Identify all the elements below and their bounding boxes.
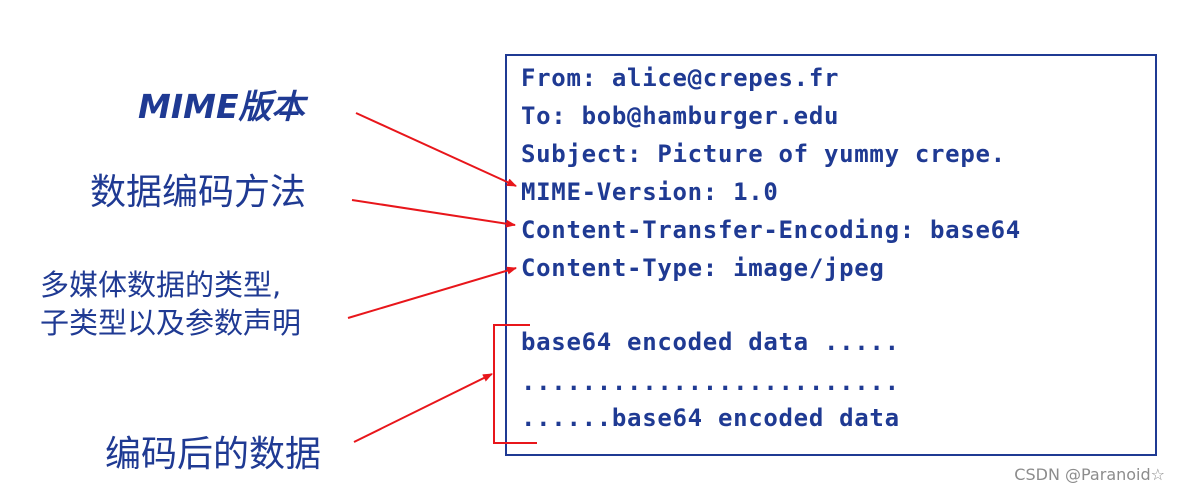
label-media-type-line2: 子类型以及参数声明: [40, 306, 302, 340]
header-subject: Subject: Picture of yummy crepe.: [521, 140, 1006, 168]
body-line-1: base64 encoded data .....: [521, 328, 900, 356]
label-media-type-line1: 多媒体数据的类型,: [40, 268, 282, 302]
body-line-2: .........................: [521, 368, 900, 396]
watermark: CSDN @Paranoid☆: [1014, 465, 1165, 484]
message-box: [505, 54, 1157, 456]
body-line-3: ......base64 encoded data: [521, 404, 900, 432]
header-to: To: bob@hamburger.edu: [521, 102, 840, 130]
header-content-type: Content-Type: image/jpeg: [521, 254, 885, 282]
header-content-transfer-encoding: Content-Transfer-Encoding: base64: [521, 216, 1021, 244]
arrow-encoding-method: [351, 199, 516, 228]
label-media-type: 多媒体数据的类型, 子类型以及参数声明: [40, 266, 301, 342]
header-from: From: alice@crepes.fr: [521, 64, 840, 92]
arrow-media-type: [347, 266, 517, 319]
label-encoding-method: 数据编码方法: [90, 172, 307, 213]
arrow-encoded-data: [353, 373, 493, 443]
arrow-mime-version: [355, 112, 517, 187]
header-mime-version: MIME-Version: 1.0: [521, 178, 779, 206]
label-mime-version: MIME版本: [138, 87, 305, 126]
label-encoded-data: 编码后的数据: [105, 434, 322, 475]
